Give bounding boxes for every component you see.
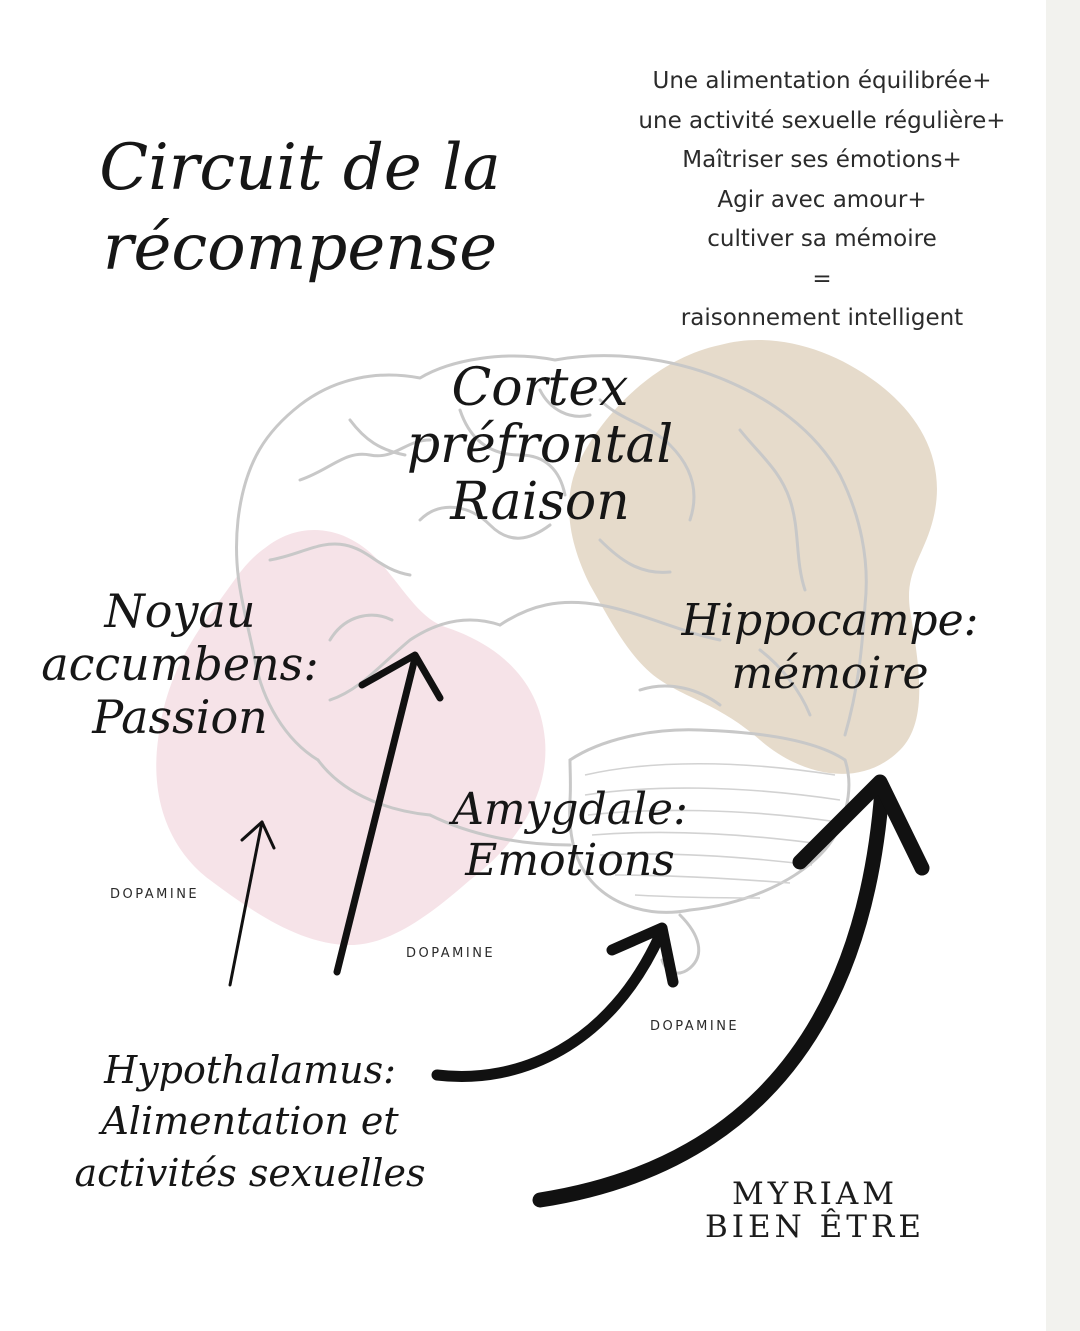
- hippocampe-line-2: mémoire: [731, 647, 929, 699]
- formula-line-3: Maîtriser ses émotions+: [682, 147, 962, 173]
- hippocampe-line-1: Hippocampe:: [681, 595, 979, 646]
- label-noyau: Noyau accumbens: Passion: [20, 585, 340, 744]
- arrow-to-noyau-head: [240, 820, 276, 850]
- title-line-2: récompense: [102, 211, 498, 285]
- formula-line-6: =: [812, 265, 832, 292]
- brand-line-2: BIEN ÊTRE: [705, 1208, 925, 1245]
- formula-line-2: une activité sexuelle régulière+: [638, 107, 1006, 134]
- arrow-to-hippocampe: [532, 782, 890, 1208]
- amygdale-line-1: Amygdale:: [452, 784, 688, 835]
- formula-text: Une alimentation équilibrée+ une activit…: [600, 62, 1044, 339]
- cortex-line-2: préfrontal: [406, 415, 674, 476]
- hypothalamus-line-2: Alimentation et: [101, 1099, 399, 1144]
- page-edge: [1046, 0, 1080, 1331]
- arrow-to-amygdale-head: [606, 922, 679, 988]
- cortex-line-1: Cortex: [451, 358, 629, 418]
- brain-illustration-icon: [234, 354, 868, 975]
- formula-line-4: Agir avec amour+: [717, 186, 927, 213]
- title-line-1: Circuit de la: [99, 131, 501, 205]
- pink-blob: [156, 529, 546, 945]
- formula-line-7: raisonnement intelligent: [680, 305, 964, 331]
- arrow-to-cortex-head: [358, 651, 444, 702]
- hypothalamus-line-3: activités sexuelles: [74, 1150, 426, 1195]
- dopamine-label: DOPAMINE: [110, 887, 200, 902]
- label-cortex: Cortex préfrontal Raison: [360, 358, 720, 533]
- formula-line-1: Une alimentation équilibrée+: [652, 68, 992, 94]
- formula-line-5: cultiver sa mémoire: [707, 226, 937, 252]
- dopamine-label: DOPAMINE: [406, 946, 496, 961]
- arrow-to-cortex: [333, 654, 419, 976]
- label-amygdale: Amygdale: Emotions: [410, 784, 730, 886]
- label-hippocampe: Hippocampe: mémoire: [640, 595, 1020, 701]
- amygdale-line-2: Emotions: [465, 834, 675, 886]
- label-hypothalamus: Hypothalamus: Alimentation et activités …: [25, 1045, 475, 1199]
- beige-blob: [569, 339, 937, 774]
- diagram-title: Circuit de la récompense: [40, 128, 560, 288]
- noyau-line-3: Passion: [92, 689, 268, 744]
- arrow-to-amygdale: [431, 929, 666, 1082]
- arrow-to-hippocampe-head: [792, 774, 930, 876]
- cortex-line-3: Raison: [450, 472, 630, 533]
- dopamine-label: DOPAMINE: [650, 1019, 740, 1034]
- noyau-line-1: Noyau: [104, 584, 256, 638]
- noyau-line-2: accumbens:: [41, 636, 319, 691]
- brand-signature: MYRIAM BIEN ÊTRE: [680, 1178, 950, 1243]
- arrow-icon: [228, 651, 930, 1208]
- arrow-to-noyau: [228, 820, 264, 987]
- cerebellum-lines: [584, 762, 841, 899]
- hypothalamus-line-1: Hypothalamus:: [104, 1048, 396, 1092]
- brand-line-1: MYRIAM: [732, 1176, 898, 1212]
